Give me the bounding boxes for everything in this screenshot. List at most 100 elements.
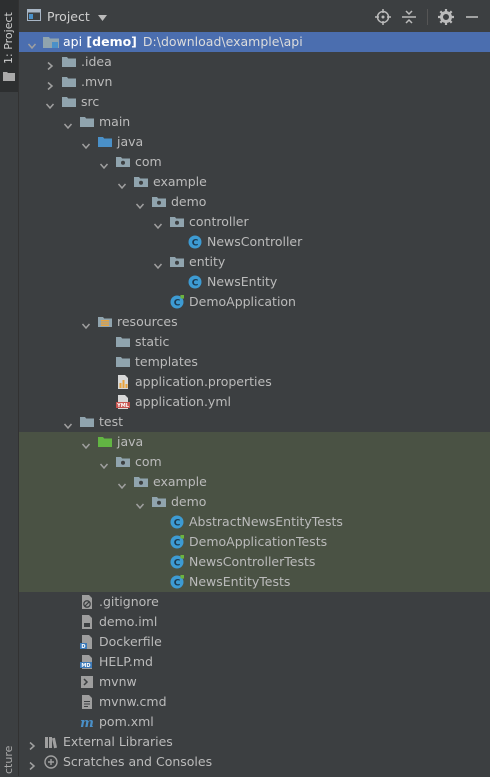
tree-row[interactable]: com — [19, 152, 490, 172]
structure-tool-tab[interactable]: cture — [2, 745, 15, 774]
tree-row[interactable]: src — [19, 92, 490, 112]
package-icon — [133, 174, 149, 190]
tree-row[interactable]: entity — [19, 252, 490, 272]
spring-class-icon: C — [169, 554, 185, 570]
tree-item-name: demo — [171, 494, 207, 509]
chevron-down-icon[interactable] — [99, 457, 109, 470]
tree-item-name: demo — [171, 194, 207, 209]
tree-item-name: NewsControllerTests — [189, 554, 316, 569]
tree-row[interactable]: main — [19, 112, 490, 132]
tree-item-label: static — [135, 332, 169, 352]
tree-item-label: DemoApplication — [189, 292, 296, 312]
locate-file-button[interactable] — [373, 7, 393, 27]
tree-row[interactable]: demo — [19, 492, 490, 512]
tree-row[interactable]: C NewsControllerTests — [19, 552, 490, 572]
tree-row[interactable]: api [demo]D:\download\example\api — [19, 32, 490, 52]
chevron-down-icon[interactable] — [45, 97, 55, 110]
tree-row[interactable]: C DemoApplication — [19, 292, 490, 312]
project-tree[interactable]: api [demo]D:\download\example\api.idea .m… — [19, 32, 490, 772]
tree-row[interactable]: templates — [19, 352, 490, 372]
chevron-right-icon[interactable] — [27, 757, 37, 771]
tree-row[interactable]: D Dockerfile — [19, 632, 490, 652]
hide-panel-button[interactable] — [462, 7, 482, 27]
chevron-down-icon[interactable] — [27, 37, 37, 50]
tree-row[interactable]: Scratches and Consoles — [19, 752, 490, 772]
tree-row[interactable]: resources — [19, 312, 490, 332]
package-icon — [115, 154, 131, 170]
chevron-down-icon[interactable] — [135, 497, 145, 510]
chevron-right-icon[interactable] — [45, 77, 55, 91]
tree-row[interactable]: application.properties — [19, 372, 490, 392]
folder-icon — [3, 70, 15, 85]
tree-item-label: com — [135, 452, 162, 472]
tree-item-name: .mvn — [81, 74, 113, 89]
chevron-down-icon[interactable] — [135, 197, 145, 210]
chevron-down-icon[interactable] — [117, 477, 127, 490]
project-tool-tab[interactable]: 1: Project — [0, 0, 18, 92]
tree-row[interactable]: example — [19, 172, 490, 192]
tree-row[interactable]: controller — [19, 212, 490, 232]
iml-file-icon — [79, 614, 95, 630]
tree-row[interactable]: mvnw — [19, 672, 490, 692]
tree-row[interactable]: com — [19, 452, 490, 472]
project-path: D:\download\example\api — [142, 34, 303, 49]
tree-row[interactable]: demo.iml — [19, 612, 490, 632]
tree-row[interactable]: test — [19, 412, 490, 432]
tree-row[interactable]: .idea — [19, 52, 490, 72]
tree-row[interactable]: java — [19, 132, 490, 152]
tree-item-name: demo.iml — [99, 614, 158, 629]
tree-item-label: External Libraries — [63, 732, 173, 752]
source-folder-icon — [97, 134, 113, 150]
tree-row[interactable]: demo — [19, 192, 490, 212]
tree-item-label: NewsEntity — [207, 272, 277, 292]
chevron-down-icon[interactable] — [81, 437, 91, 450]
chevron-down-icon[interactable] — [153, 257, 163, 270]
tree-item-name: example — [153, 174, 207, 189]
tree-item-name: mvnw.cmd — [99, 694, 167, 709]
tree-row[interactable]: example — [19, 472, 490, 492]
tree-item-name: main — [99, 114, 131, 129]
tree-item-label: controller — [189, 212, 249, 232]
spring-class-icon: C — [169, 294, 185, 310]
chevron-right-icon[interactable] — [45, 57, 55, 71]
chevron-down-icon[interactable] — [99, 157, 109, 170]
tree-item-label: .idea — [81, 52, 112, 72]
tree-item-label: NewsController — [207, 232, 302, 252]
chevron-down-icon[interactable] — [81, 137, 91, 150]
chevron-down-icon[interactable] — [117, 177, 127, 190]
tree-row[interactable]: .gitignore — [19, 592, 490, 612]
tree-item-label: demo — [171, 192, 206, 212]
collapse-all-button[interactable] — [399, 7, 419, 27]
chevron-right-icon[interactable] — [27, 737, 37, 751]
tree-row[interactable]: C NewsEntityTests — [19, 572, 490, 592]
tree-row[interactable]: static — [19, 332, 490, 352]
chevron-down-icon[interactable] — [63, 117, 73, 130]
chevron-down-icon[interactable] — [81, 317, 91, 330]
tree-row[interactable]: java — [19, 432, 490, 452]
svg-text:C: C — [174, 299, 181, 309]
tree-row[interactable]: mvnw.cmd — [19, 692, 490, 712]
chevron-down-icon[interactable] — [63, 417, 73, 430]
project-view-title: Project — [47, 9, 90, 24]
view-selector[interactable]: Project — [19, 9, 107, 24]
tree-row[interactable]: External Libraries — [19, 732, 490, 752]
tree-item-label: java — [117, 432, 143, 452]
tree-item-label: main — [99, 112, 130, 132]
chevron-down-icon[interactable] — [153, 217, 163, 230]
svg-text:D: D — [81, 644, 85, 650]
tree-item-name: NewsEntityTests — [189, 574, 291, 589]
svg-text:C: C — [174, 579, 181, 589]
svg-text:C: C — [192, 239, 199, 249]
tree-item-label: demo — [171, 492, 206, 512]
tree-item-label: Dockerfile — [99, 632, 162, 652]
settings-button[interactable] — [436, 7, 456, 27]
tree-row[interactable]: .mvn — [19, 72, 490, 92]
tree-item-name: DemoApplicationTests — [189, 534, 328, 549]
tree-row[interactable]: C NewsController — [19, 232, 490, 252]
